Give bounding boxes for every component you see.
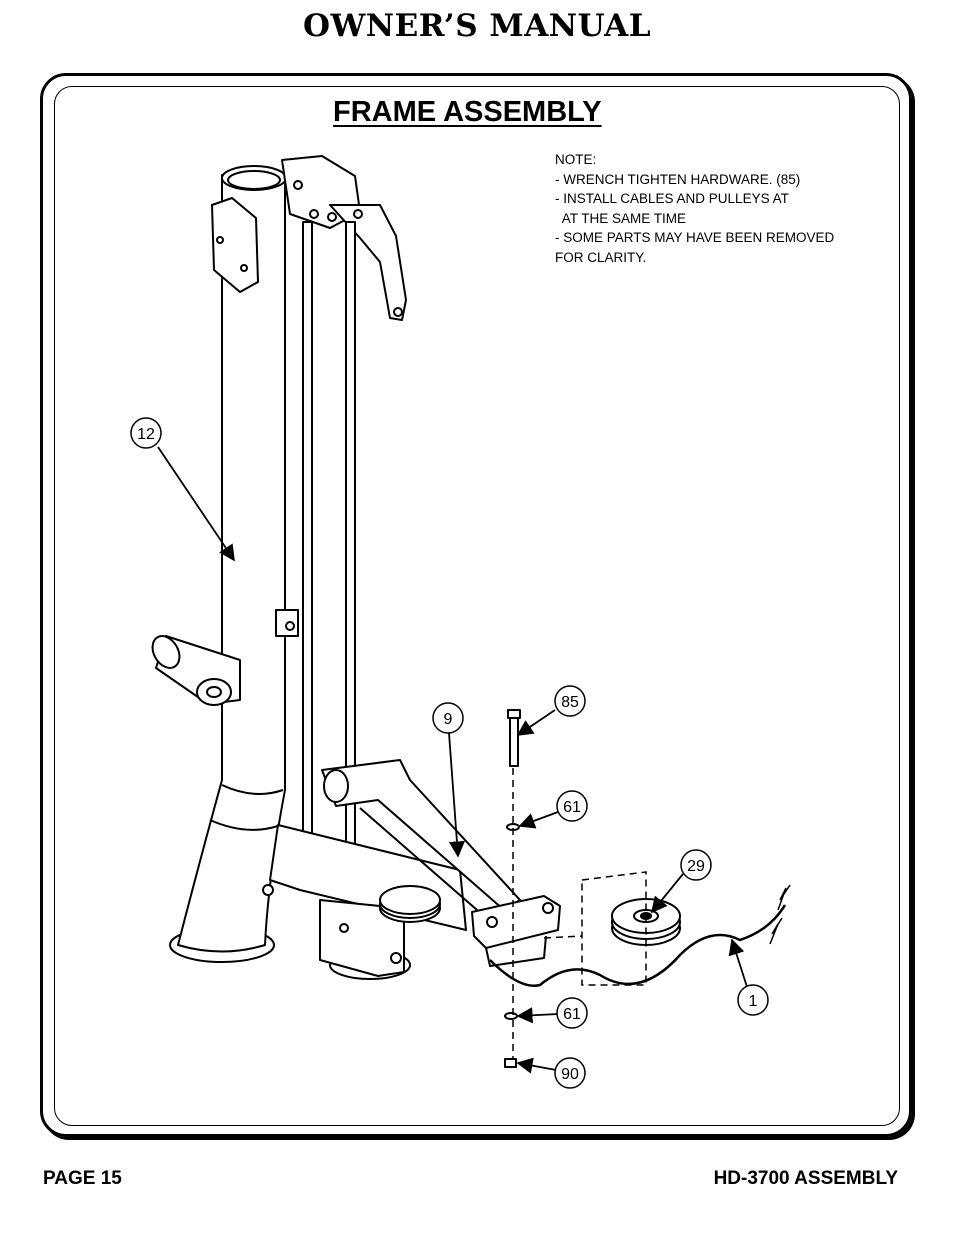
callout-61-lower [556,997,588,1029]
page-frame-inner [54,86,900,1126]
note-line: - WRENCH TIGHTEN HARDWARE. (85) [555,171,801,187]
note-line: NOTE: [555,152,597,167]
callout-label: 61 [563,799,581,816]
callout-29 [680,849,712,881]
washer-61-lower [504,1012,518,1020]
callout-label: 61 [563,1006,581,1023]
note-line: FOR CLARITY. [555,249,647,265]
callout-label: 85 [561,694,579,711]
callout-12 [130,417,162,449]
callout-1 [737,984,769,1016]
callout-9 [432,702,464,734]
model-assembly-label: HD-3700 ASSEMBLY [713,1168,898,1189]
callout-61-upper [556,790,588,822]
callout-label: 1 [749,993,758,1010]
main-upright-tube [177,174,286,953]
base-rail-end-plate [471,895,561,949]
callout-label: 9 [444,711,453,728]
nut-90 [504,1058,517,1068]
note-line: - INSTALL CABLES AND PULLEYS AT [555,191,789,206]
note-line: AT THE SAME TIME [555,210,687,226]
manual-title: OWNER’S MANUAL [302,8,652,44]
callout-label: 12 [137,426,155,443]
page-frame-outer [40,73,912,1137]
guide-rod-left [302,221,313,857]
callout-90 [554,1057,586,1089]
callout-label: 29 [687,858,705,875]
callout-label: 90 [561,1066,579,1083]
assembly-notes: NOTE: - WRENCH TIGHTEN HARDWARE. (85) - … [555,150,834,267]
page-number: PAGE 15 [43,1168,122,1189]
note-line: - SOME PARTS MAY HAVE BEEN REMOVED [555,230,835,245]
callout-85 [554,685,586,717]
section-title: FRAME ASSEMBLY [333,96,602,128]
top-hanger-bracket [329,204,407,321]
